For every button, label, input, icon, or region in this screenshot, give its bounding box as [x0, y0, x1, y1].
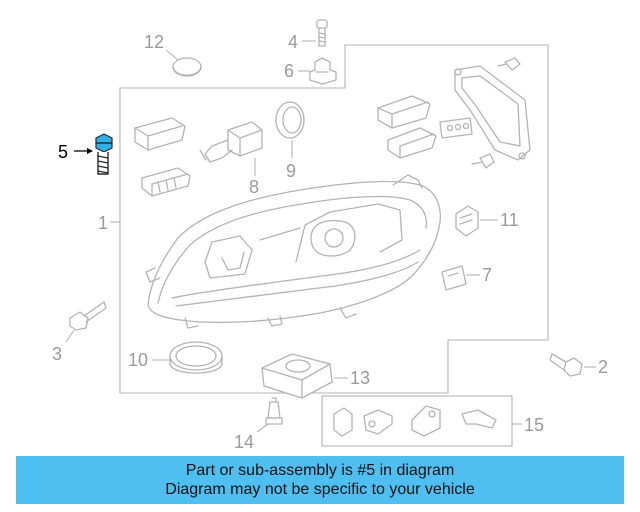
- part-10-ring: [169, 341, 223, 374]
- callout-5[interactable]: 5: [58, 142, 68, 162]
- leader-12: [165, 49, 179, 61]
- part-15-parts: [333, 405, 497, 437]
- callout-2: 2: [598, 357, 608, 377]
- banner-line-1: Part or sub-assembly is #5 in diagram: [185, 462, 455, 479]
- callout-11: 11: [500, 210, 519, 230]
- part-14-bulb: [265, 397, 283, 425]
- part-4-screw: [316, 19, 328, 47]
- module-left-lower: [141, 167, 191, 197]
- small-bolt-a: [497, 57, 521, 71]
- part-13-ballast: [261, 353, 333, 399]
- module-right-upper: [377, 95, 431, 129]
- callout-12: 12: [144, 32, 164, 52]
- callout-13: 13: [350, 368, 370, 388]
- callout-14: 14: [234, 432, 254, 452]
- part-9-ring: [275, 101, 305, 139]
- callout-10: 10: [128, 350, 148, 370]
- connector-plug: [439, 117, 473, 139]
- callout-4: 4: [288, 32, 298, 52]
- assembly-outline: [119, 44, 549, 394]
- group-15-outline: [321, 395, 513, 447]
- leader-3: [65, 329, 75, 343]
- part-6-nut: [309, 57, 337, 85]
- callout-9: 9: [286, 161, 296, 181]
- callout-1: 1: [98, 213, 108, 233]
- module-left-upper: [134, 117, 186, 151]
- part-7-plate: [441, 265, 467, 291]
- rear-cover: [454, 65, 531, 161]
- part-2-bolt: [549, 353, 583, 377]
- module-right-lower: [387, 127, 437, 159]
- banner-line-2: Diagram may not be specific to your vehi…: [165, 481, 475, 498]
- leader-5: [74, 148, 93, 154]
- callout-6: 6: [284, 61, 294, 81]
- part-12-cap: [172, 57, 202, 77]
- callout-7: 7: [482, 265, 492, 285]
- callout-3: 3: [52, 344, 62, 364]
- info-banner: Part or sub-assembly is #5 in diagram Di…: [16, 456, 624, 504]
- part-11-clip: [455, 205, 479, 237]
- parts-diagram: 1 2 3 4 5 6 7 8 9 10 11 12 13 14 15: [52, 19, 608, 452]
- part-8-bulb: [199, 121, 263, 163]
- small-bolt-b: [471, 153, 495, 169]
- callout-8: 8: [249, 177, 259, 197]
- headlamp-housing: [145, 174, 441, 329]
- callout-15: 15: [524, 415, 544, 435]
- leader-14: [256, 423, 269, 433]
- part-3-bolt: [69, 301, 107, 331]
- part-5-bolt-highlighted[interactable]: [95, 133, 113, 175]
